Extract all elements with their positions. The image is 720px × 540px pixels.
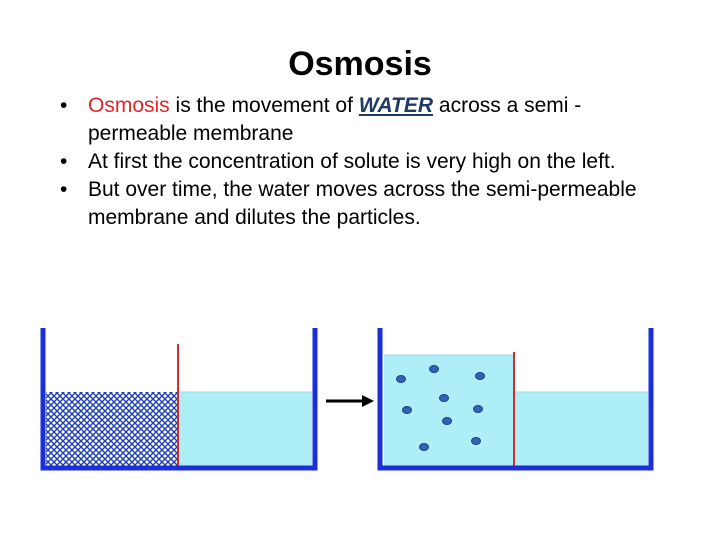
bullet-item-osmosis-definition: Osmosis is the movement of WATER across … [60, 92, 680, 148]
particle [471, 437, 481, 445]
bullet-text: is the movement of [169, 94, 359, 117]
water-right [178, 392, 312, 467]
slide-title: Osmosis [288, 45, 432, 83]
particle [396, 375, 406, 383]
particle [429, 365, 439, 373]
particle [402, 406, 412, 414]
bullet-item-water-moves: But over time, the water moves across th… [60, 176, 680, 232]
beaker-walls [40, 328, 318, 471]
container-after [377, 328, 654, 471]
bullet-item-initial-concentration: At first the concentration of solute is … [60, 148, 680, 176]
beaker-walls [377, 328, 654, 471]
water-right-after [514, 392, 648, 467]
container-before [40, 328, 318, 471]
bullet-text: across a semi -permeable membrane [88, 94, 582, 145]
solute-particles [396, 365, 485, 451]
particle [473, 405, 483, 413]
right-arrow-icon [326, 395, 374, 407]
emphasis-water: WATER [358, 94, 434, 117]
term-osmosis: Osmosis [88, 94, 170, 117]
particle [439, 394, 449, 402]
bullet-list: Osmosis is the movement of WATER across … [60, 92, 680, 232]
particle [419, 443, 429, 451]
particle [442, 417, 452, 425]
particle [475, 372, 485, 380]
solute-solution-left [46, 392, 178, 467]
